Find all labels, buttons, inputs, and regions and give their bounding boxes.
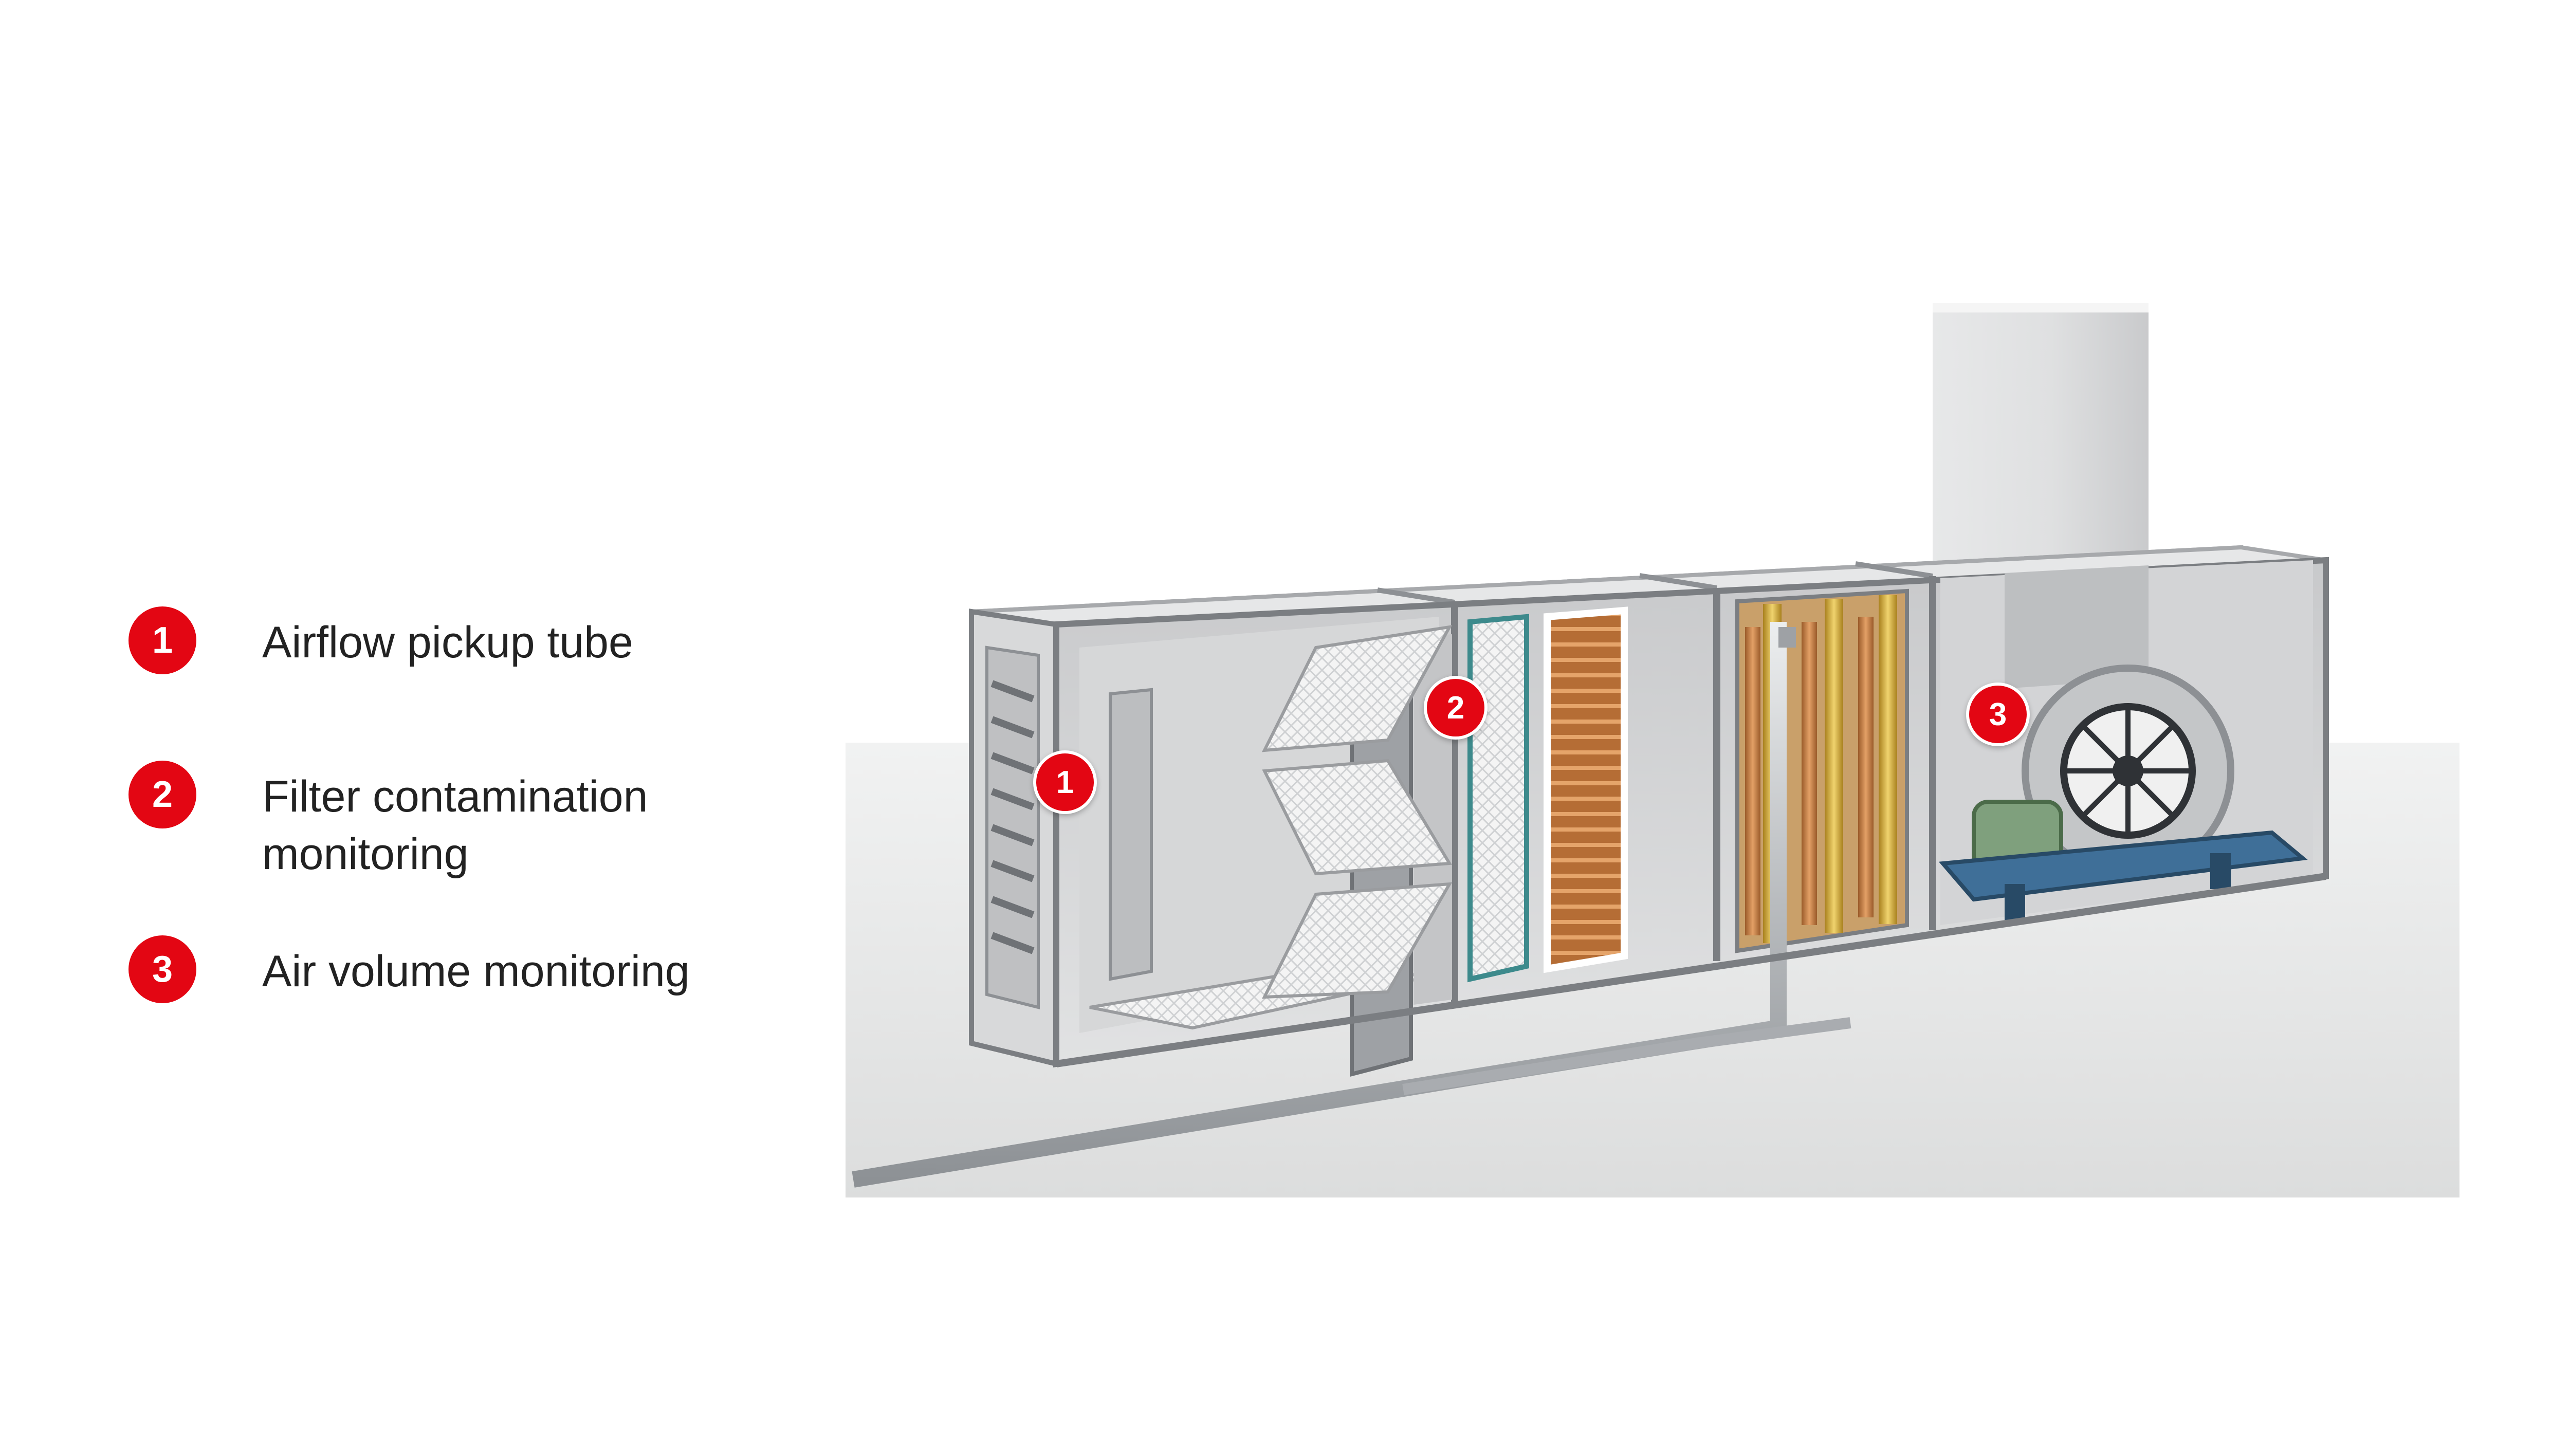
panel-filter xyxy=(1467,614,1529,983)
legend-label-filter-contamination-monitoring: Filter contamination monitoring xyxy=(262,772,648,879)
hvac-unit-illustration: 1 2 3 xyxy=(822,288,2493,1223)
legend-item-2: 2 Filter contamination monitoring xyxy=(128,761,828,883)
marker-filter-contamination[interactable]: 2 xyxy=(1424,676,1488,740)
intake-louvers xyxy=(990,680,1035,954)
v-filter-upper xyxy=(1261,625,1453,752)
damper-panel xyxy=(1109,688,1153,981)
legend-label-air-volume-monitoring: Air volume monitoring xyxy=(262,947,690,996)
legend-item-3: 3 Air volume monitoring xyxy=(128,935,828,1003)
fan-outlet xyxy=(2005,565,2149,689)
monitoring-pipe xyxy=(1402,1017,1851,1095)
marker-airflow-pickup-tube[interactable]: 1 xyxy=(1033,750,1097,814)
v-filter-lower xyxy=(1262,882,1453,999)
v-filter-middle xyxy=(1262,759,1453,876)
legend-label-airflow-pickup-tube: Airflow pickup tube xyxy=(262,618,633,667)
fan-base xyxy=(1938,830,2308,902)
legend-badge-3: 3 xyxy=(128,935,196,1003)
legend-item-1: 1 Airflow pickup tube xyxy=(128,606,828,674)
marker-air-volume[interactable]: 3 xyxy=(1966,683,2030,746)
legend-badge-1: 1 xyxy=(128,606,196,674)
heating-coil xyxy=(1544,606,1628,973)
legend-badge-2: 2 xyxy=(128,761,196,828)
